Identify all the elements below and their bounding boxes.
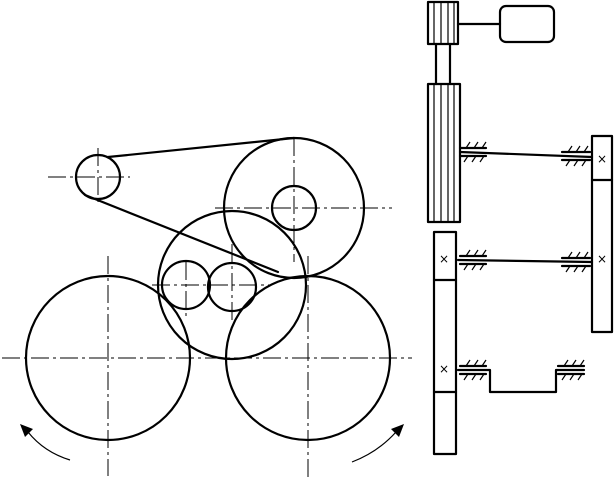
left-gear-column — [432, 230, 458, 456]
motor-body — [498, 4, 556, 44]
crank-shaft-line — [456, 368, 586, 394]
crank-bearing-left-hatch-bottom — [463, 373, 485, 381]
right-rotation-arrow — [351, 424, 404, 463]
bearing-right-hatch-top — [567, 145, 589, 153]
middle-bearing-right-hatch-top — [567, 251, 589, 259]
front-view — [2, 136, 412, 480]
crank-bearing-right-hatch-bottom — [561, 373, 583, 381]
right-arrow-head — [391, 424, 404, 437]
gear-mark-left-bottom: × — [439, 362, 449, 376]
top-shaft — [458, 141, 594, 167]
middle-bearing-left-hatch-top — [465, 249, 487, 257]
left-arrow-head — [20, 424, 33, 437]
small-left-gear — [160, 259, 212, 311]
middle-shaft-line — [456, 258, 594, 264]
bearing-left-hatch-top — [465, 141, 487, 149]
gear-mark-left-top: × — [439, 252, 449, 266]
middle-bearing-right-hatch-bottom — [565, 265, 587, 273]
left-rotation-arrow — [20, 424, 71, 461]
gear-mark-right-top: × — [597, 152, 607, 166]
belt-lower-strand — [83, 193, 280, 274]
upper-pulley-body — [426, 0, 460, 46]
middle-shaft — [456, 249, 594, 273]
large-pulley-body — [426, 82, 462, 224]
right-arrow-arc — [351, 431, 397, 463]
bearing-left-hatch-bottom — [463, 155, 485, 163]
gear-mark-right-middle: × — [597, 252, 607, 266]
top-shaft-line — [458, 150, 594, 159]
left-tension-pulley — [74, 153, 122, 201]
bearing-right-hatch-bottom — [565, 159, 587, 167]
left-arrow-arc — [27, 431, 71, 461]
crank-bearing-left-hatch-top — [465, 359, 487, 367]
upper-right-hub — [270, 184, 318, 232]
middle-bearing-left-hatch-bottom — [463, 263, 485, 271]
side-view: × × × × — [426, 0, 614, 456]
middle-roll — [156, 209, 308, 361]
lower-crank-shaft — [456, 359, 586, 394]
small-right-gear — [206, 261, 258, 313]
left-large-roll — [24, 274, 192, 442]
right-gear-column — [590, 134, 614, 334]
crank-bearing-right-hatch-top — [563, 359, 585, 367]
belt-upper-strand — [106, 136, 296, 159]
